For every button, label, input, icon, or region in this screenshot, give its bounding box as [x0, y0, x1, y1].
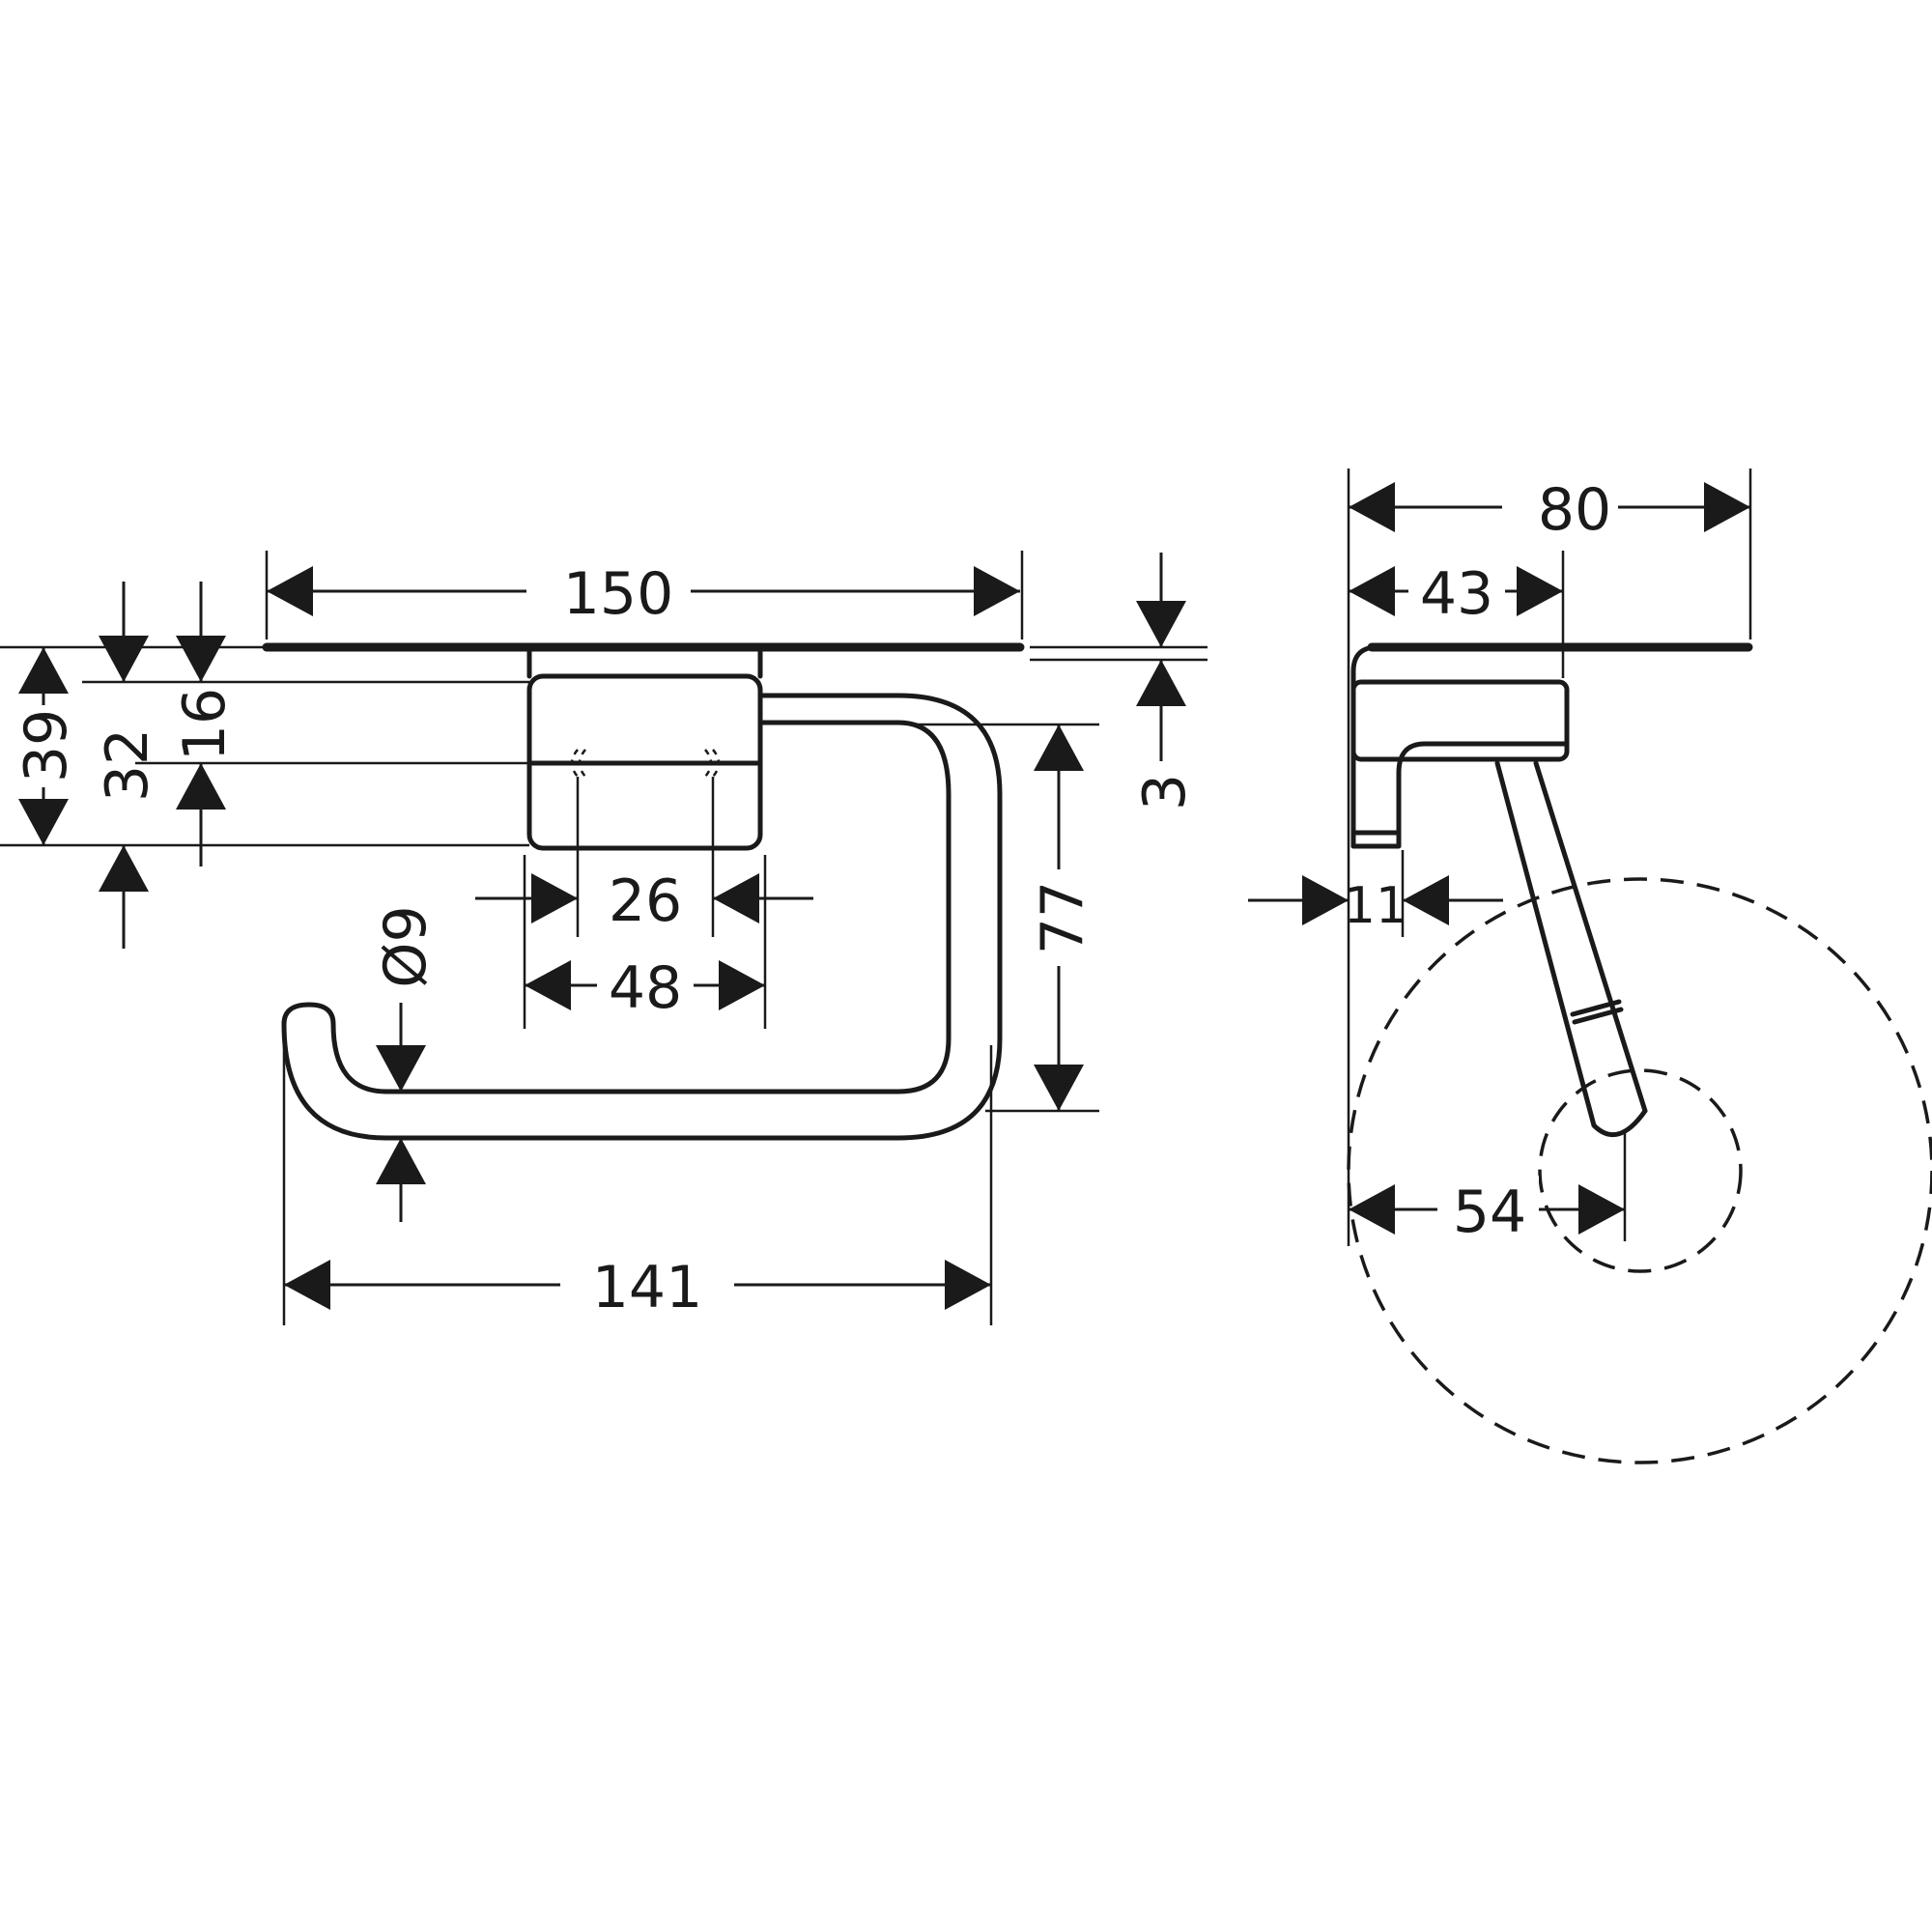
- dim-total-height: 39: [10, 647, 80, 845]
- dim-wall-plate-label: 11: [1344, 877, 1407, 935]
- dim-rod-diameter: Ø9: [372, 905, 440, 1222]
- dim-bracket-height: 32: [94, 582, 161, 949]
- dim-wall-plate: 11: [1248, 875, 1503, 935]
- front-view: 150 141 39 32: [0, 551, 1208, 1325]
- dim-shelf-thickness: 3: [1131, 553, 1199, 810]
- dim-overall-depth-label: 80: [1538, 476, 1611, 544]
- dim-overall-width: 150: [267, 555, 1020, 628]
- wall-bracket: [526, 646, 763, 851]
- front-extension-lines: [0, 551, 1208, 1325]
- screw-hole-right: [704, 749, 713, 778]
- dim-rod-diameter-label: Ø9: [372, 905, 440, 987]
- dim-arm-drop: 77: [1024, 724, 1096, 1111]
- dim-hole-spacing: 26: [475, 867, 813, 935]
- dim-hole-spacing-label: 26: [609, 867, 682, 935]
- side-extension-lines: [1347, 469, 1752, 1246]
- paper-roll-core: [1538, 1068, 1743, 1273]
- dim-roll-axis-label: 54: [1453, 1179, 1526, 1246]
- holder-arm: [281, 693, 1003, 1141]
- side-bracket: [1350, 642, 1753, 849]
- dim-bracket-width-label: 48: [609, 954, 682, 1022]
- dim-roll-axis: 54: [1349, 1176, 1625, 1246]
- dim-upper-section-label: 16: [171, 688, 239, 761]
- dim-total-height-label: 39: [13, 709, 80, 782]
- dim-arm-drop-label: 77: [1029, 881, 1096, 954]
- dim-upper-section: 16: [171, 582, 239, 867]
- dim-bracket-width: 48: [525, 952, 765, 1022]
- paper-roll-outer: [1347, 877, 1932, 1464]
- dim-arm-reach-label: 141: [592, 1254, 703, 1321]
- dim-bracket-depth-label: 43: [1420, 560, 1493, 628]
- dim-overall-width-label: 150: [563, 560, 674, 628]
- dim-bracket-height-label: 32: [94, 728, 161, 802]
- dim-arm-reach: 141: [284, 1250, 991, 1321]
- dim-bracket-depth: 43: [1349, 557, 1563, 628]
- side-arm: [1494, 760, 1648, 1137]
- dim-overall-depth: 80: [1349, 473, 1750, 544]
- side-view: 80 43 11 54: [1248, 469, 1932, 1464]
- screw-hole-left: [570, 749, 579, 778]
- dim-shelf-thickness-label: 3: [1131, 774, 1199, 810]
